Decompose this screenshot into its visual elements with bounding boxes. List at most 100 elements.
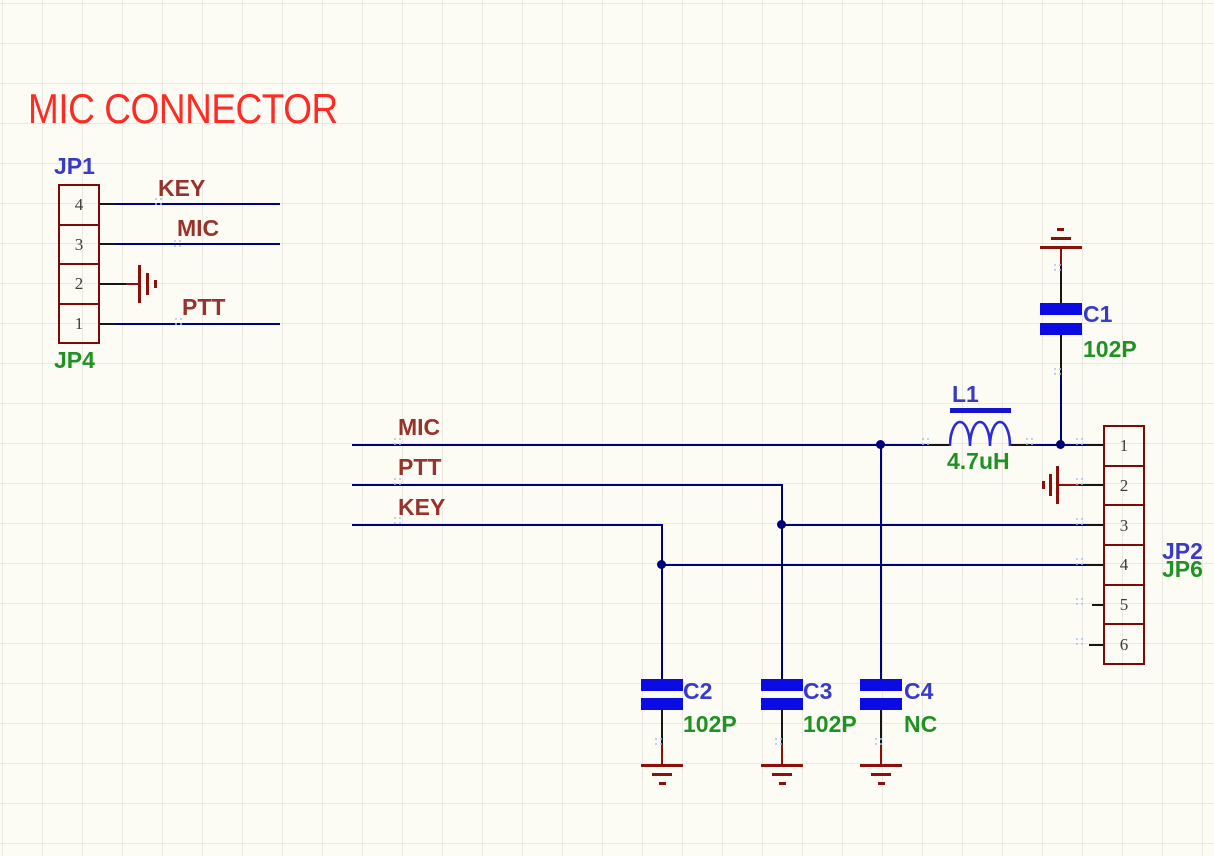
junction-dot-key <box>657 560 666 569</box>
c3-value[interactable]: 102P <box>803 711 857 737</box>
net-label-ptt-jp1[interactable]: PTT <box>182 294 226 320</box>
c1-pin-top[interactable] <box>1060 265 1062 305</box>
ground-stem <box>661 745 663 765</box>
wire-key-vertical-c2[interactable] <box>661 524 663 680</box>
jp1-pin4-stub[interactable] <box>100 203 116 205</box>
c4-value[interactable]: NC <box>904 711 938 737</box>
jp1-designator[interactable]: JP1 <box>54 153 95 179</box>
wire-ptt-horizontal[interactable] <box>352 484 783 486</box>
ground-bar-small <box>1057 228 1064 231</box>
l1-pin-left[interactable] <box>928 444 950 446</box>
junction-dot-mic-c4 <box>876 440 885 449</box>
snap-marker <box>875 738 877 740</box>
net-label-ptt[interactable]: PTT <box>398 454 442 480</box>
wire-mic-jp1[interactable] <box>116 243 280 245</box>
wire-c1-vertical[interactable] <box>1060 377 1062 446</box>
jp2-pin1-stub[interactable] <box>1086 444 1103 446</box>
ground-icon-c3[interactable] <box>761 745 803 785</box>
c1-value[interactable]: 102P <box>1083 336 1137 362</box>
snap-marker <box>1076 638 1078 640</box>
c3-pin-bottom[interactable] <box>781 710 783 745</box>
jp1-pin2-stub[interactable] <box>100 283 127 285</box>
l1-value[interactable]: 4.7uH <box>947 448 1010 474</box>
net-label-key-jp1[interactable]: KEY <box>158 175 206 201</box>
snap-marker <box>922 438 924 440</box>
c1-designator[interactable]: C1 <box>1083 301 1113 327</box>
jp2-pin6-stub[interactable] <box>1089 644 1103 646</box>
jp2-pin4-cell[interactable]: 4 <box>1105 546 1143 586</box>
ground-icon-c4[interactable] <box>860 745 902 785</box>
l1-designator[interactable]: L1 <box>952 381 979 407</box>
c4-plate-bottom[interactable] <box>860 698 902 710</box>
ground-bar-large <box>860 764 902 767</box>
c1-plate-top[interactable] <box>1040 303 1082 315</box>
jp2-pin5-cell[interactable]: 5 <box>1105 586 1143 626</box>
c4-plate-top[interactable] <box>860 679 902 691</box>
wire-ptt-vertical-c3[interactable] <box>781 484 783 680</box>
jp2-pin6-cell[interactable]: 6 <box>1105 625 1143 663</box>
net-label-key[interactable]: KEY <box>398 494 446 520</box>
jp1-pin3-cell[interactable]: 3 <box>60 226 98 265</box>
ground-bar-small <box>779 782 786 785</box>
jp1-secondary-designator[interactable]: JP4 <box>54 347 95 373</box>
jp1-connector-body[interactable]: 4 3 2 1 <box>58 184 100 344</box>
jp2-pin4-number: 4 <box>1119 555 1129 575</box>
net-label-mic-jp1[interactable]: MIC <box>177 215 220 241</box>
jp1-pin4-cell[interactable]: 4 <box>60 186 98 226</box>
wire-mic-horizontal[interactable] <box>352 444 928 446</box>
snap-marker <box>1054 264 1056 266</box>
c1-pin-bottom[interactable] <box>1060 335 1062 377</box>
c2-pin-bottom[interactable] <box>661 710 663 745</box>
c3-designator[interactable]: C3 <box>803 678 833 704</box>
wire-key-jp1[interactable] <box>116 203 280 205</box>
jp2-pin2-number: 2 <box>1119 476 1129 495</box>
jp2-designator[interactable]: JP2 <box>1162 538 1203 564</box>
c2-designator[interactable]: C2 <box>683 678 713 704</box>
wire-key-horizontal[interactable] <box>352 524 663 526</box>
net-label-mic[interactable]: MIC <box>398 414 441 440</box>
ground-bar-large <box>138 265 141 303</box>
wire-ptt-to-pin3[interactable] <box>782 524 1087 526</box>
l1-pin-right[interactable] <box>1011 444 1033 446</box>
jp2-pin1-cell[interactable]: 1 <box>1105 427 1143 467</box>
ground-icon-c2[interactable] <box>641 745 683 785</box>
wire-key-to-pin4[interactable] <box>662 564 1087 566</box>
c3-plate-bottom[interactable] <box>761 698 803 710</box>
ground-icon-c1[interactable] <box>1040 228 1082 266</box>
jp1-pin2-cell[interactable]: 2 <box>60 265 98 305</box>
c2-value[interactable]: 102P <box>683 711 737 737</box>
junction-dot-ptt <box>777 520 786 529</box>
wire-ptt-jp1[interactable] <box>116 323 280 325</box>
inductor-coil-icon[interactable] <box>949 420 1012 447</box>
ground-bar-small <box>659 782 666 785</box>
ground-bar-medium <box>1051 237 1071 240</box>
snap-marker <box>174 240 176 242</box>
ground-bar-medium <box>1049 474 1052 496</box>
jp2-pin3-cell[interactable]: 3 <box>1105 506 1143 547</box>
jp2-pin4-stub[interactable] <box>1086 564 1103 566</box>
jp2-pin2-stub[interactable] <box>1079 484 1103 486</box>
ground-icon-jp2[interactable] <box>1042 466 1079 506</box>
jp1-pin1-cell[interactable]: 1 <box>60 305 98 343</box>
snap-marker <box>394 478 396 480</box>
c4-designator[interactable]: C4 <box>904 678 934 704</box>
jp1-pin3-stub[interactable] <box>100 243 116 245</box>
ground-bar-medium <box>146 273 149 295</box>
jp2-pin2-cell[interactable]: 2 <box>1105 467 1143 507</box>
jp2-pin5-stub[interactable] <box>1092 604 1103 606</box>
c3-plate-top[interactable] <box>761 679 803 691</box>
ground-bar-small <box>1042 481 1045 489</box>
wire-mic-drop-c4[interactable] <box>880 444 882 680</box>
jp2-pin3-stub[interactable] <box>1086 524 1103 526</box>
c4-pin-bottom[interactable] <box>880 710 882 745</box>
ground-bar-large <box>1056 466 1059 504</box>
schematic-title: MIC CONNECTOR <box>28 85 338 132</box>
c2-plate-top[interactable] <box>641 679 683 691</box>
jp1-pin1-stub[interactable] <box>100 323 116 325</box>
jp2-secondary-designator[interactable]: JP6 <box>1162 556 1203 582</box>
snap-marker <box>1076 478 1078 480</box>
c2-plate-bottom[interactable] <box>641 698 683 710</box>
ground-icon-jp1[interactable] <box>126 265 158 305</box>
jp2-connector-body[interactable]: 1 2 3 4 5 6 <box>1103 425 1145 665</box>
c1-plate-bottom[interactable] <box>1040 323 1082 335</box>
